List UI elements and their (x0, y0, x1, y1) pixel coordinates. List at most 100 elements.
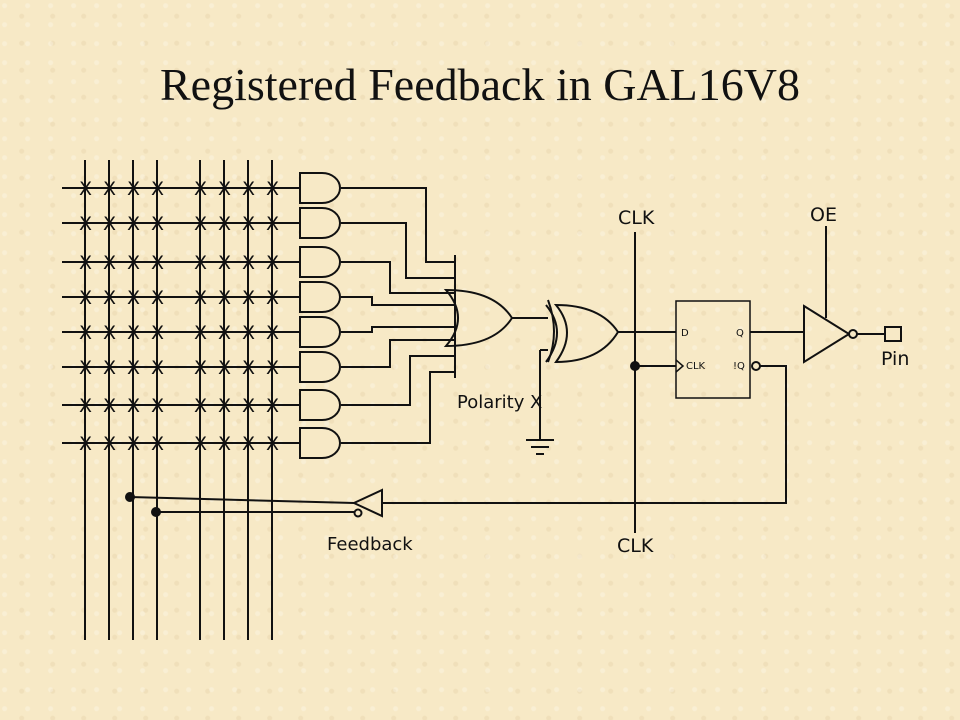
fuse-mark: X (127, 395, 140, 417)
fuse-mark: X (151, 287, 164, 309)
fuse-mark: X (127, 252, 140, 274)
product-term-rows (62, 187, 300, 444)
fuse-mark: X (103, 395, 116, 417)
clock-edge-icon (675, 359, 685, 373)
fuse-mark: X (79, 213, 92, 235)
fuse-mark: X (79, 433, 92, 455)
fuse-mark: X (127, 322, 140, 344)
fuse-mark: X (194, 395, 207, 417)
ff-clk-label: CLK (686, 361, 706, 372)
and-gate (299, 246, 341, 278)
fuse-mark: X (194, 213, 207, 235)
and-to-or-wires (341, 187, 456, 444)
fuse-mark: X (242, 395, 255, 417)
fuse-mark: X (266, 178, 279, 200)
fuse-mark: X (218, 287, 231, 309)
fuse-mark: X (103, 287, 116, 309)
fuse-mark: X (79, 357, 92, 379)
fuse-mark: X (151, 178, 164, 200)
fuse-mark: X (194, 322, 207, 344)
fuse-mark: X (127, 178, 140, 200)
fuse-mark: X (266, 287, 279, 309)
and-gate (299, 207, 341, 239)
fuse-mark: X (242, 178, 255, 200)
feedback-buffer (351, 488, 383, 518)
fuse-mark: X (127, 357, 140, 379)
xor-gate (545, 303, 620, 364)
fuse-mark: X (266, 357, 279, 379)
fuse-mark: X (79, 252, 92, 274)
fuse-mark: X (103, 357, 116, 379)
and-gate (299, 427, 341, 459)
slide-title: Registered Feedback in GAL16V8 (159, 59, 800, 110)
fuse-mark: X (242, 433, 255, 455)
fuse-mark: X (151, 357, 164, 379)
fuse-mark: X (103, 213, 116, 235)
pin-icon (884, 326, 902, 342)
and-gate (299, 316, 341, 348)
or-gate (443, 288, 514, 348)
pin-label: Pin (881, 348, 909, 370)
fuse-mark: X (79, 287, 92, 309)
clk-top-label: CLK (618, 207, 655, 229)
polarity-fuse-line (547, 299, 555, 363)
fuse-mark: X (218, 213, 231, 235)
nq-bubble (751, 361, 761, 371)
fuse-mark: X (194, 287, 207, 309)
oe-label: OE (810, 204, 837, 226)
fuse-mark: X (79, 395, 92, 417)
and-gate (299, 281, 341, 313)
fuse-mark: X (151, 433, 164, 455)
fuse-mark: X (127, 213, 140, 235)
and-gate (299, 351, 341, 383)
fuse-mark: X (151, 395, 164, 417)
fuse-mark: X (194, 433, 207, 455)
fuse-mark: X (151, 322, 164, 344)
fuse-mark: X (266, 322, 279, 344)
fuse-mark: X (127, 433, 140, 455)
fuse-mark: X (103, 322, 116, 344)
fuse-mark: X (194, 178, 207, 200)
feedback-junction-dot-inverted (151, 507, 161, 517)
fuse-mark: X (242, 322, 255, 344)
clk-bottom-label: CLK (617, 535, 654, 557)
feedback-wire (382, 365, 787, 504)
fuse-mark: X (242, 287, 255, 309)
fuse-mark: X (266, 213, 279, 235)
fuse-mark: X (266, 252, 279, 274)
polarity-label: Polarity (457, 392, 525, 413)
fuse-mark: X (266, 433, 279, 455)
fuse-mark: X (79, 178, 92, 200)
output-inverter-bubble (848, 329, 858, 339)
feedback-label: Feedback (327, 534, 413, 555)
fuse-mark: X (242, 252, 255, 274)
fuse-mark: X (103, 178, 116, 200)
fuse-mark: X (194, 357, 207, 379)
and-gate (299, 389, 341, 421)
d-flip-flop (675, 300, 751, 399)
fuse-mark: X (103, 252, 116, 274)
fuse-mark: X (218, 433, 231, 455)
feedback-bubble (353, 508, 363, 518)
and-gates (299, 172, 341, 459)
fuse-mark: X (151, 213, 164, 235)
fuse-mark: X (103, 433, 116, 455)
fuse-mark: X (194, 252, 207, 274)
fuse-mark: X (218, 322, 231, 344)
fuse-mark: X (151, 252, 164, 274)
fuse-mark: X (242, 357, 255, 379)
fuse-mark: X (242, 213, 255, 235)
fuse-mark: X (127, 287, 140, 309)
fuse-mark: X (266, 395, 279, 417)
feedback-junction-dot (125, 492, 135, 502)
polarity-fuse-mark: X (530, 392, 542, 413)
fuse-mark: X (218, 357, 231, 379)
fuse-mark: X (79, 322, 92, 344)
fuse-mark: X (218, 395, 231, 417)
ff-q-label: Q (736, 328, 744, 339)
fuse-mark: X (218, 178, 231, 200)
and-gate (299, 172, 341, 204)
fuse-mark: X (218, 252, 231, 274)
